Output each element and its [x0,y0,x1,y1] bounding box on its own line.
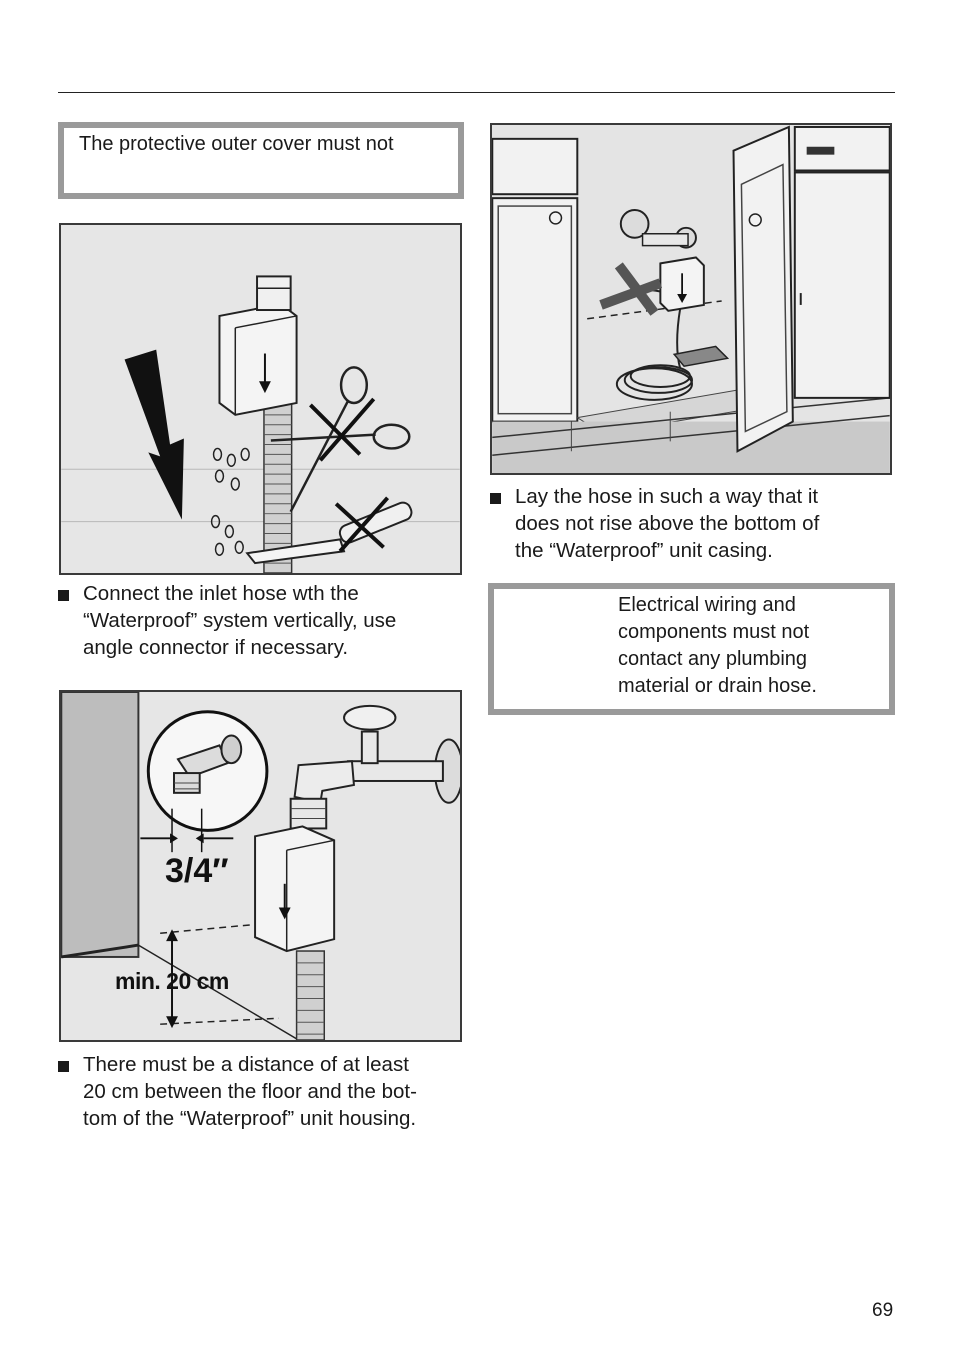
warning-line: contact any plumbing [618,648,808,670]
angle-connector-illustration [61,692,460,1040]
angle-connector-figure: 3/4″ min. 20 cm [59,690,462,1042]
min-height-label: min. 20 cm [115,968,229,994]
cover-warning-box [58,122,464,199]
instruction-line: Lay the hose in such a way that it [515,485,819,508]
bullet-square-icon [58,590,69,601]
instruction-line: does not rise above the bottom of [515,512,820,535]
instruction-line: angle connector if necessary. [83,636,349,659]
prohibited-cross-icon [309,397,390,553]
warning-line: components must not [618,621,810,643]
cover-warning-text: The protective outer cover must not [79,133,394,155]
instruction-line: Connect the inlet hose wth the [83,582,359,605]
instruction-line: 20 cm between the floor and the bot- [83,1080,417,1103]
page-number: 69 [872,1300,894,1321]
bullet-square-icon [490,493,501,504]
hose-routing-illustration [492,125,890,473]
instruction-line: “Waterproof” system vertically, use [83,609,397,632]
instruction-distance: There must be a distance of at least 20 … [58,1051,464,1135]
warning-line: Electrical wiring and [618,594,796,616]
header-rule [58,92,895,93]
instruction-vertical: Connect the inlet hose wth the “Waterpro… [58,580,464,664]
warning-line: material or drain hose. [618,675,817,697]
instruction-line: tom of the “Waterproof” unit housing. [83,1107,417,1130]
bullet-square-icon [58,1061,69,1072]
scissors-icon [270,366,411,513]
instruction-line: the “Waterproof” unit casing. [515,539,773,562]
hose-damage-illustration [61,275,460,573]
wiring-warning-text: Electrical wiring and components must no… [618,592,817,700]
lightning-icon [124,349,184,520]
hose-routing-figure [490,123,892,475]
thread-size-label: 3/4″ [165,852,229,890]
prohibited-cross-icon [599,262,663,316]
instruction-lay-hose: Lay the hose in such a way that it does … [490,483,895,567]
instruction-line: There must be a distance of at least [83,1053,409,1076]
wiring-warning-box [488,583,895,715]
hose-damage-figure [59,223,462,575]
